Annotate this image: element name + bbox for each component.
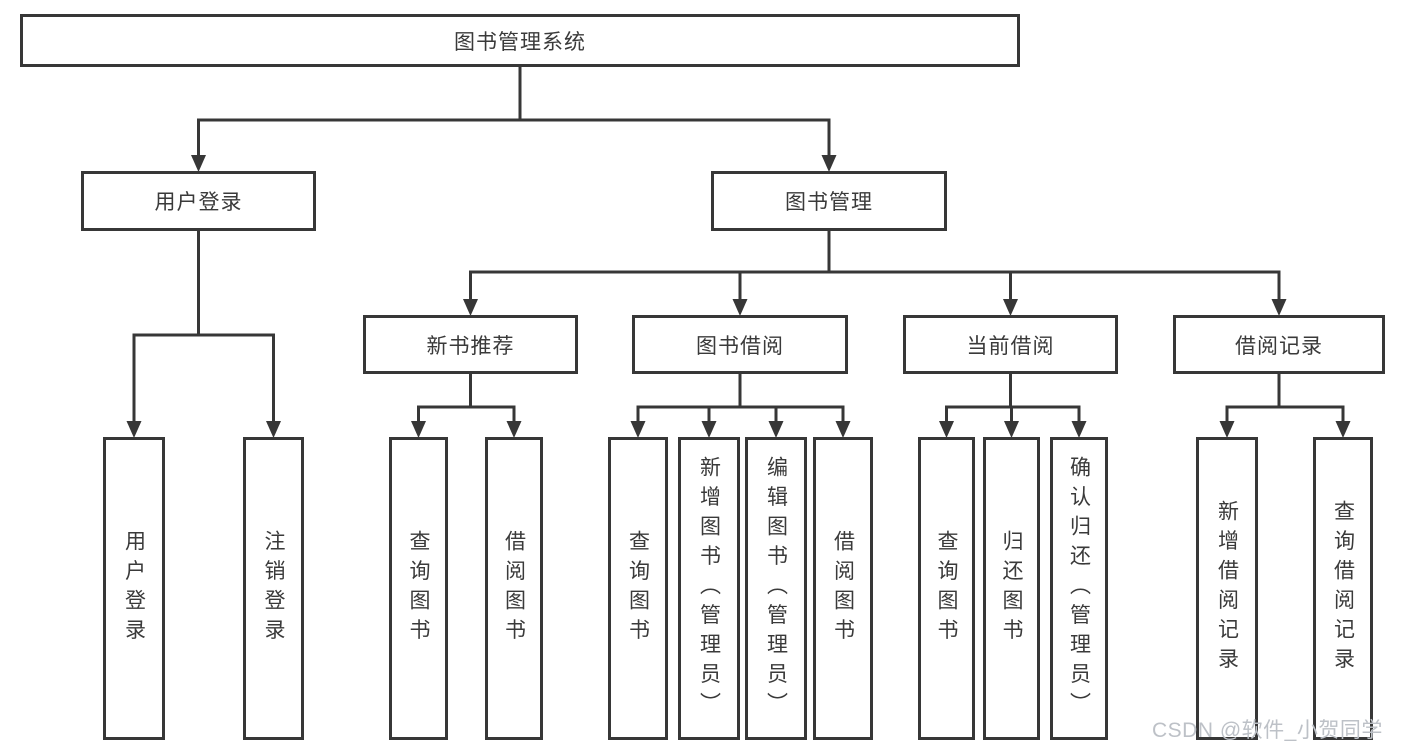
node-root: 图书管理系统 (20, 14, 1020, 67)
node-borrowing-records: 借阅记录 (1173, 315, 1385, 374)
leaf-borrow-books-borrowing: 借阅图书 (813, 437, 873, 740)
leaf-logout: 注销登录 (243, 437, 304, 740)
leaf-query-books-borrowing-label: 查询图书 (626, 529, 650, 648)
leaf-query-borrow-record: 查询借阅记录 (1313, 437, 1373, 740)
leaf-query-borrow-record-label: 查询借阅记录 (1331, 500, 1355, 677)
leaf-user-login: 用户登录 (103, 437, 165, 740)
node-user-login-label: 用户登录 (154, 191, 243, 214)
leaf-add-borrow-record-label: 新增借阅记录 (1215, 500, 1239, 677)
leaf-query-books-current: 查询图书 (918, 437, 975, 740)
node-book-borrowing-label: 图书借阅 (696, 334, 784, 358)
leaf-query-books-recommend-label: 查询图书 (407, 529, 430, 648)
node-new-book-recommend-label: 新书推荐 (426, 334, 515, 358)
csdn-watermark: CSDN @软件_小贺同学 (1152, 719, 1383, 742)
leaf-user-login-label: 用户登录 (122, 529, 146, 648)
leaf-query-books-recommend: 查询图书 (389, 437, 448, 740)
node-root-label: 图书管理系统 (454, 30, 586, 54)
node-book-borrowing: 图书借阅 (632, 315, 848, 374)
leaf-confirm-return-admin: 确认归还（管理员） (1050, 437, 1108, 740)
node-book-management: 图书管理 (711, 171, 947, 231)
node-new-book-recommend: 新书推荐 (363, 315, 578, 374)
leaf-add-books-admin: 新增图书（管理员） (678, 437, 740, 740)
leaf-borrow-books-borrowing-label: 借阅图书 (831, 529, 855, 648)
leaf-borrow-books-recommend: 借阅图书 (485, 437, 543, 740)
node-current-borrowing: 当前借阅 (903, 315, 1118, 374)
leaf-return-books-label: 归还图书 (1000, 529, 1023, 648)
node-book-management-label: 图书管理 (785, 191, 873, 214)
node-current-borrowing-label: 当前借阅 (966, 334, 1055, 358)
leaf-query-books-current-label: 查询图书 (935, 529, 958, 648)
leaf-query-books-borrowing: 查询图书 (608, 437, 668, 740)
leaf-borrow-books-recommend-label: 借阅图书 (502, 529, 526, 648)
leaf-confirm-return-admin-label: 确认归还（管理员） (1067, 455, 1091, 722)
leaf-edit-books-admin-label: 编辑图书（管理员） (764, 455, 788, 722)
leaf-add-borrow-record: 新增借阅记录 (1196, 437, 1258, 740)
node-borrowing-records-label: 借阅记录 (1235, 334, 1323, 358)
node-user-login: 用户登录 (81, 171, 316, 231)
leaf-return-books: 归还图书 (983, 437, 1040, 740)
leaf-add-books-admin-label: 新增图书（管理员） (697, 455, 721, 722)
leaf-logout-label: 注销登录 (262, 529, 285, 648)
leaf-edit-books-admin: 编辑图书（管理员） (745, 437, 807, 740)
